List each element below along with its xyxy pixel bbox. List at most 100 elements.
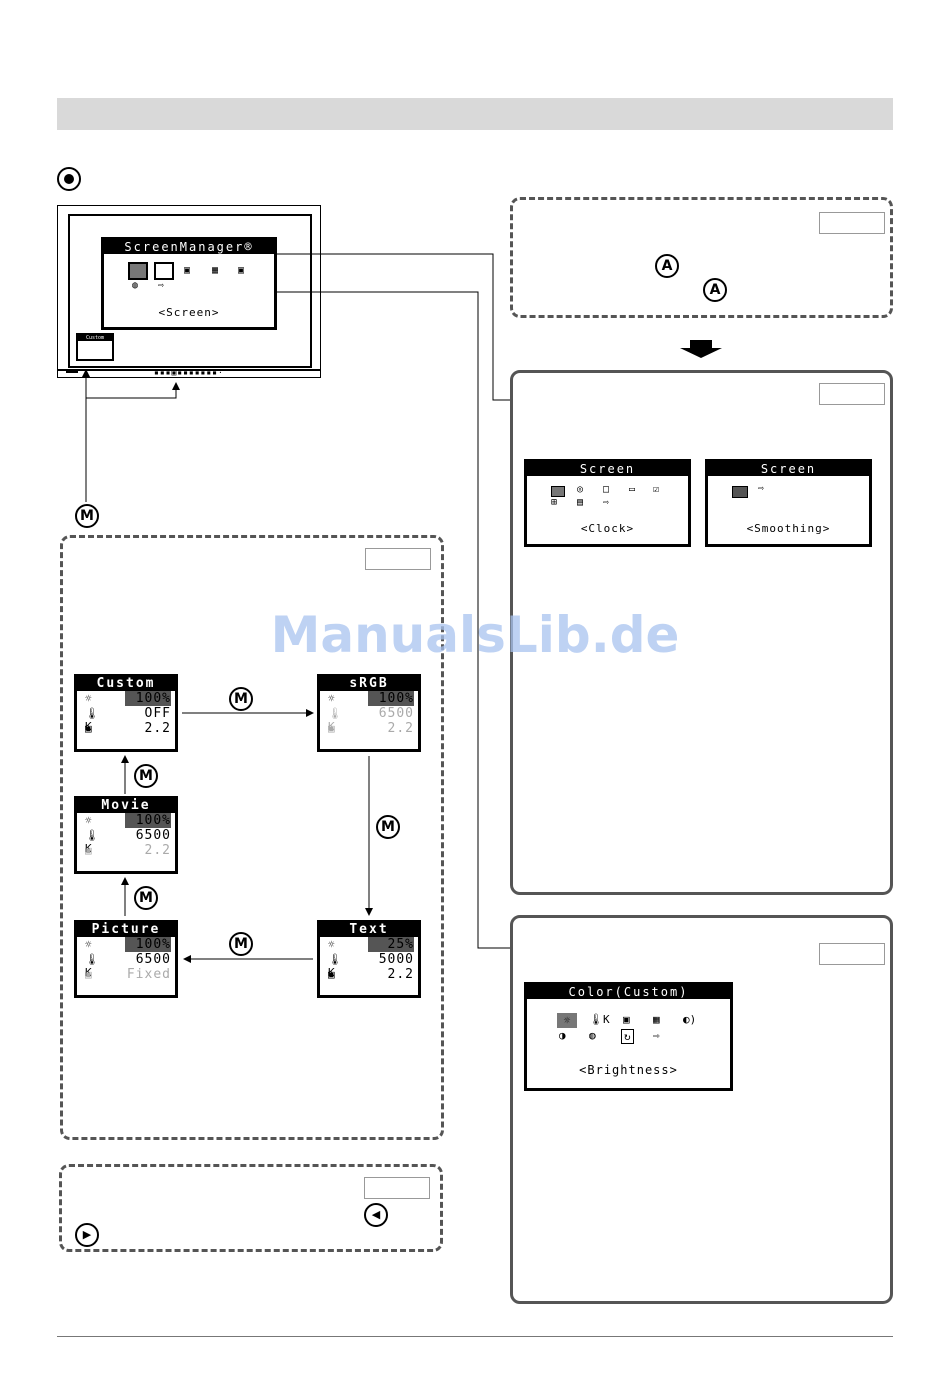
- temperature-value: 5000: [378, 952, 414, 967]
- color-icon[interactable]: [154, 262, 174, 280]
- color-custom-caption: <Brightness>: [579, 1063, 678, 1077]
- language-icon[interactable]: ◍: [132, 280, 139, 291]
- enter-button-icon: [57, 167, 81, 191]
- mode-button-icon: M: [376, 815, 400, 839]
- brightness-value: 100%: [125, 937, 171, 952]
- footer-rule: [57, 1336, 893, 1337]
- phase-icon[interactable]: ◎: [577, 484, 584, 495]
- mode-button-icon: M: [134, 886, 158, 910]
- return-icon[interactable]: ⇨: [158, 280, 165, 291]
- contrast-icon[interactable]: ◑: [559, 1029, 566, 1042]
- control-buttons: ▪▪▪▣▪▪▪▪▪▪▪·: [154, 368, 224, 377]
- temperature-value: OFF: [144, 706, 171, 721]
- reset-icon[interactable]: ↻: [621, 1029, 634, 1044]
- saturation-icon[interactable]: ▦: [653, 1013, 660, 1026]
- gamma-value: Fixed: [126, 967, 171, 982]
- screen-icon[interactable]: [128, 262, 148, 280]
- screen-smoothing-osd: Screen ⇨ <Smoothing>: [705, 459, 872, 547]
- auto-button-icon: A: [655, 254, 679, 278]
- range-icon[interactable]: ▤: [577, 497, 584, 508]
- screen-adjust-box: [510, 370, 893, 895]
- brightness-icon: ☼: [328, 692, 335, 705]
- brightness-icon[interactable]: ☼: [557, 1013, 577, 1028]
- position-icon[interactable]: □: [603, 484, 610, 495]
- gamma-value: 2.2: [144, 721, 171, 736]
- color-adjust-tag: [819, 943, 885, 965]
- mode-text-osd: Text ☼ 25% 🌡K 5000 ▣ 2.2: [317, 920, 421, 998]
- mini-mode-osd: Custom: [76, 333, 114, 361]
- color-custom-title: Color(Custom): [527, 985, 730, 999]
- return-icon[interactable]: ⇨: [653, 1029, 660, 1042]
- color-adjust-box: [510, 915, 893, 1304]
- hue-icon[interactable]: ◐): [683, 1013, 697, 1026]
- color-custom-osd: Color(Custom) ☼ 🌡K ▣ ▦ ◐) ◑ ◍ ↻ ⇨ <Brigh…: [524, 982, 733, 1091]
- temperature-icon[interactable]: 🌡K: [589, 1013, 610, 1026]
- powersave-icon[interactable]: ▣: [184, 265, 191, 276]
- brightness-value: 100%: [125, 813, 171, 828]
- return-icon[interactable]: ⇨: [603, 497, 610, 508]
- screen-smoothing-title: Screen: [708, 462, 869, 476]
- gamma-icon[interactable]: ▣: [623, 1013, 630, 1026]
- brightness-icon: ☼: [85, 938, 92, 951]
- information-icon[interactable]: ▣: [238, 265, 245, 276]
- power-indicator: [66, 370, 78, 373]
- resolution-icon[interactable]: ▭: [629, 484, 636, 495]
- temperature-icon: 🌡K: [328, 707, 342, 733]
- smoothing-icon[interactable]: [732, 486, 748, 498]
- advanced-icon[interactable]: ◍: [589, 1029, 596, 1042]
- temperature-icon: 🌡K: [85, 953, 99, 979]
- mode-title: Text: [320, 923, 418, 937]
- screen-clock-osd: Screen ◎ □ ▭ ☑ ⊞ ▤ ⇨ <Clock>: [524, 459, 691, 547]
- mode-switch-box: [59, 1164, 443, 1252]
- gamma-value: 2.2: [144, 843, 171, 858]
- smoothing-icon[interactable]: ⊞: [551, 497, 558, 508]
- screenmanager-caption: <Screen>: [158, 306, 220, 319]
- auto-button-icon-2: A: [703, 278, 727, 302]
- othersettings-icon[interactable]: ▦: [212, 265, 219, 276]
- mode-button-icon: M: [75, 504, 99, 528]
- mode-title: Movie: [77, 799, 175, 813]
- brightness-icon: ☼: [328, 938, 335, 951]
- brightness-value: 100%: [125, 691, 171, 706]
- section-header-bar: [57, 98, 893, 130]
- screen-adjust-tag: [819, 383, 885, 405]
- brightness-value: 25%: [368, 937, 414, 952]
- mode-button-icon: M: [229, 932, 253, 956]
- brightness-value: 100%: [368, 691, 414, 706]
- screen-smoothing-caption: <Smoothing>: [746, 522, 831, 535]
- temperature-icon: 🌡K: [85, 829, 99, 855]
- clock-icon[interactable]: [551, 486, 565, 497]
- screen-clock-title: Screen: [527, 462, 688, 476]
- fine-contrast-tag: [365, 548, 431, 570]
- auto-adjust-box: [510, 197, 893, 318]
- gamma-icon: ▣: [85, 722, 92, 735]
- signal-filter-icon[interactable]: ☑: [653, 484, 660, 495]
- gamma-icon: ▣: [85, 844, 92, 857]
- gamma-icon: ▣: [85, 968, 92, 981]
- auto-adjust-tag: [819, 212, 885, 234]
- gamma-value: 2.2: [387, 967, 414, 982]
- mode-title: sRGB: [320, 677, 418, 691]
- gamma-icon: ▣: [328, 968, 335, 981]
- screenmanager-menu: ScreenManager® ▣ ▦ ▣ ◍ ⇨ <Screen>: [101, 237, 277, 330]
- temperature-icon: 🌡K: [85, 707, 99, 733]
- return-icon[interactable]: ⇨: [758, 483, 765, 494]
- brightness-icon: ☼: [85, 814, 92, 827]
- gamma-icon: ▣: [328, 722, 335, 735]
- mode-movie-osd: Movie ☼ 100% 🌡K 6500 ▣ 2.2: [74, 796, 178, 874]
- screenmanager-title: ScreenManager®: [104, 240, 274, 254]
- mode-button-icon: M: [134, 764, 158, 788]
- fine-contrast-box: [60, 535, 444, 1140]
- mini-osd-title: Custom: [78, 335, 112, 341]
- watermark: ManualsLib.de: [270, 606, 680, 664]
- temperature-icon: 🌡K: [328, 953, 342, 979]
- temperature-value: 6500: [135, 828, 171, 843]
- screen-clock-caption: <Clock>: [580, 522, 635, 535]
- mode-switch-tag: [364, 1177, 430, 1199]
- brightness-icon: ☼: [85, 692, 92, 705]
- temperature-value: 6500: [135, 952, 171, 967]
- temperature-value: 6500: [378, 706, 414, 721]
